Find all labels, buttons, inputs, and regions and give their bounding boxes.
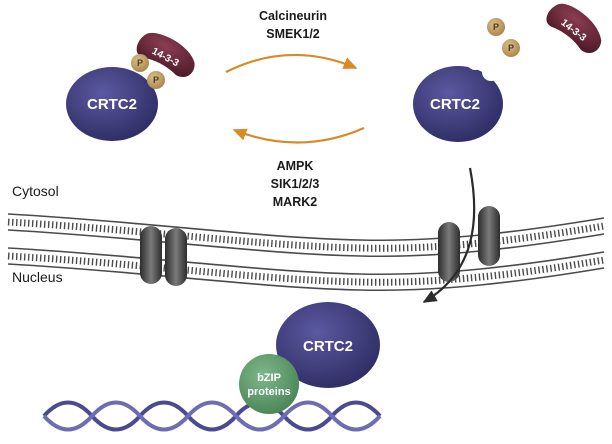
membrane-lipid-tails (7, 252, 605, 286)
crtc2-phosphorylated-complex: CRTC2 14-3-3 P P (66, 33, 195, 141)
nuclear-pore (438, 206, 500, 282)
membrane-line (7, 229, 605, 258)
phosphate-group-free (487, 18, 505, 36)
nucleus-label: Nucleus (12, 269, 63, 285)
protein-1433-bound: 14-3-3 (136, 33, 195, 78)
nuclear-pore-half (165, 228, 187, 286)
phosphate-label: P (153, 75, 159, 85)
nuclear-translocation-arrow (422, 167, 476, 303)
membrane-lipid-tails (7, 218, 605, 252)
bzip-label-line2: proteins (247, 386, 290, 398)
phosphate-label: P (508, 43, 514, 53)
protein-1433-shape (136, 33, 195, 78)
crtc2-dephosphorylated: CRTC2 (413, 54, 503, 142)
membrane-line (7, 263, 605, 292)
kinase-label-mark2: MARK2 (273, 195, 317, 209)
crtc2-binding-notch (347, 292, 363, 308)
phosphate-group-free (502, 39, 520, 57)
crtc2-label-free: CRTC2 (430, 96, 480, 113)
crtc2-protein-shape (276, 302, 380, 388)
dna-double-helix (42, 400, 382, 432)
nuclear-pore (140, 226, 187, 286)
phosphate-group (147, 71, 165, 89)
protein-1433-free: 14-3-3 (546, 3, 602, 53)
crtc2-label-nuclear: CRTC2 (303, 338, 353, 355)
crtc2-protein-shape (66, 67, 158, 141)
membrane-line (7, 213, 605, 242)
crtc2-binding-notch (467, 54, 483, 70)
dna-strand (42, 400, 382, 432)
nuclear-pore-half (140, 226, 162, 284)
phosphate-label: P (493, 22, 499, 32)
phosphate-group (131, 54, 149, 72)
crtc2-nuclear-complex: CRTC2 bZIP proteins (239, 292, 381, 414)
kinase-label-sik: SIK1/2/3 (271, 177, 320, 191)
nuclear-pore-half (438, 222, 460, 282)
enzyme-label-smek: SMEK1/2 (266, 27, 320, 41)
enzyme-label-calcineurin: Calcineurin (259, 9, 327, 23)
membrane-line (7, 247, 605, 276)
crtc2-label-cytosol-bound: CRTC2 (87, 96, 137, 113)
kinase-label-ampk: AMPK (277, 159, 314, 173)
cytosol-label: Cytosol (12, 183, 59, 199)
dephosphorylation-arrow (225, 53, 358, 73)
crtc2-binding-notch (482, 63, 500, 81)
crtc2-protein-shape (413, 66, 503, 142)
bzip-label-line1: bZIP (257, 372, 281, 384)
crtc2-binding-notch (363, 299, 381, 317)
nuclear-membrane (7, 213, 605, 292)
dna-strand (42, 400, 382, 432)
bzip-protein-shape (239, 354, 299, 414)
phosphorylation-arrow (232, 126, 365, 144)
phosphate-label: P (137, 58, 143, 68)
nuclear-pore-half (478, 206, 500, 266)
protein-1433-shape (546, 3, 602, 53)
